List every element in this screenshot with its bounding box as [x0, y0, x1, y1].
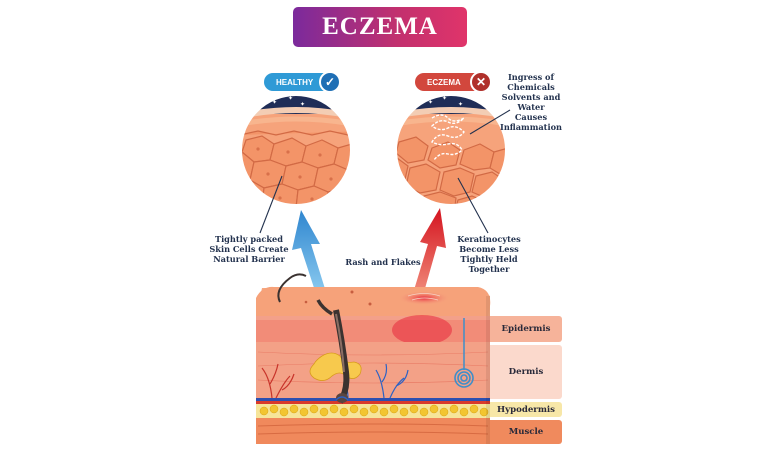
layer-label-dermis: Dermis — [490, 345, 562, 399]
cross-icon: ✕ — [470, 71, 492, 93]
keratinocytes-annotation: Keratinocytes Become Less Tightly Held T… — [457, 234, 521, 274]
leader-lines — [259, 109, 511, 234]
check-icon: ✓ — [319, 71, 341, 93]
layer-label-epidermis: Epidermis — [490, 316, 562, 342]
svg-text:✦: ✦ — [300, 101, 305, 108]
healthy-skin-magnifier: ✦✦✦✦· — [240, 94, 352, 206]
eczema-badge-label: ECZEMA — [427, 77, 461, 87]
ingress-path — [430, 114, 465, 161]
layer-label-muscle: Muscle — [490, 420, 562, 444]
layer-label-hypodermis: Hypodermis — [490, 402, 562, 417]
eczema-badge: ECZEMA ✕ — [415, 71, 492, 93]
svg-text:✦: ✦ — [272, 99, 277, 106]
eczema-skin-magnifier: ✦✦✦✦ — [395, 94, 507, 206]
eczema-arrow — [414, 208, 446, 292]
page-title: ECZEMA — [293, 7, 467, 47]
rash-annotation: Rash and Flakes — [345, 257, 421, 267]
ingress-annotation: Ingress of Chemicals Solvents and Water … — [500, 72, 562, 132]
svg-text:✦: ✦ — [442, 95, 447, 102]
skin-cross-section — [256, 273, 491, 444]
svg-text:✦: ✦ — [458, 101, 463, 108]
svg-text:✦: ✦ — [288, 95, 293, 102]
healthy-barrier-annotation: Tightly packed Skin Cells Create Natural… — [209, 234, 289, 264]
healthy-arrow — [292, 210, 326, 294]
healthy-badge: HEALTHY ✓ — [264, 71, 341, 93]
healthy-badge-label: HEALTHY — [276, 77, 314, 87]
svg-text:·: · — [262, 104, 264, 111]
svg-text:✦: ✦ — [428, 99, 433, 106]
